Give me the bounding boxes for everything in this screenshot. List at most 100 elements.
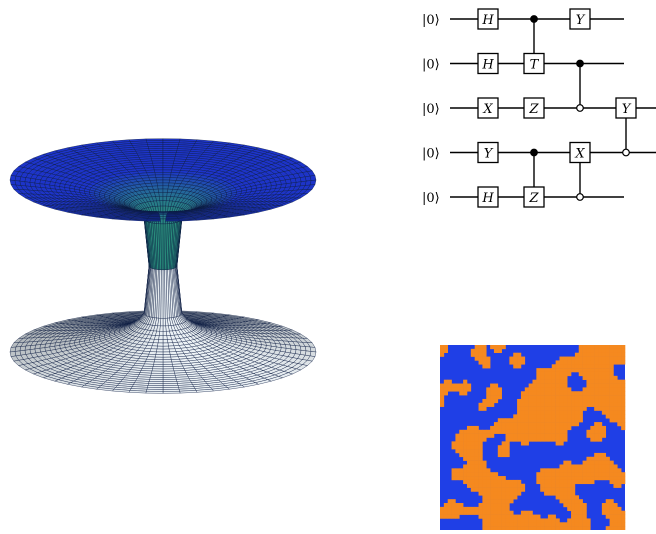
lattice-cell — [590, 476, 594, 480]
lattice-cell — [583, 480, 587, 484]
lattice-cell — [486, 364, 490, 368]
lattice-cell — [613, 349, 617, 353]
lattice-cell — [556, 488, 560, 492]
lattice-cell — [486, 430, 490, 434]
lattice-cell — [529, 414, 533, 418]
lattice-cell — [536, 515, 540, 519]
lattice-cell — [452, 384, 456, 388]
lattice-cell — [598, 391, 602, 395]
lattice-cell — [583, 407, 587, 411]
lattice-cell — [602, 453, 606, 457]
lattice-cell — [613, 395, 617, 399]
lattice-cell — [486, 468, 490, 472]
lattice-cell — [486, 491, 490, 495]
lattice-cell — [475, 345, 479, 349]
surface-patch-top — [160, 219, 163, 224]
lattice-cell — [548, 515, 552, 519]
lattice-cell — [475, 438, 479, 442]
lattice-cell — [559, 495, 563, 499]
lattice-cell — [513, 522, 517, 526]
lattice-cell — [544, 526, 548, 530]
lattice-cell — [533, 426, 537, 430]
lattice-cell — [590, 391, 594, 395]
lattice-cell — [559, 438, 563, 442]
surface-patch-top — [161, 224, 163, 270]
lattice-cell — [571, 526, 575, 530]
lattice-cell — [540, 488, 544, 492]
lattice-cell — [575, 407, 579, 411]
lattice-cell — [459, 430, 463, 434]
lattice-cell — [571, 476, 575, 480]
lattice-cell — [552, 488, 556, 492]
lattice-cell — [475, 430, 479, 434]
lattice-cell — [482, 357, 486, 361]
lattice-cell — [467, 480, 471, 484]
lattice-cell — [521, 360, 525, 364]
lattice-cell — [556, 441, 560, 445]
lattice-cell — [444, 511, 448, 515]
lattice-cell — [552, 515, 556, 519]
lattice-cell — [610, 518, 614, 522]
lattice-cell — [610, 464, 614, 468]
lattice-cell — [617, 384, 621, 388]
lattice-cell — [536, 372, 540, 376]
lattice-cell — [498, 511, 502, 515]
lattice-cell — [536, 368, 540, 372]
lattice-cell — [502, 503, 506, 507]
lattice-cell — [552, 418, 556, 422]
lattice-cell — [467, 484, 471, 488]
lattice-cell — [498, 387, 502, 391]
surface-patch-bottom — [155, 357, 163, 360]
lattice-cell — [559, 499, 563, 503]
lattice-cell — [556, 380, 560, 384]
lattice-cell — [521, 426, 525, 430]
lattice-cell — [598, 384, 602, 388]
lattice-cell — [444, 345, 448, 349]
lattice-cell — [513, 430, 517, 434]
lattice-cell — [586, 476, 590, 480]
lattice-cell — [548, 414, 552, 418]
lattice-cell — [556, 484, 560, 488]
lattice-cell — [598, 464, 602, 468]
lattice-cell — [579, 507, 583, 511]
lattice-cell — [463, 468, 467, 472]
lattice-cell — [617, 518, 621, 522]
lattice-cell — [563, 522, 567, 526]
lattice-cell — [586, 391, 590, 395]
lattice-cell — [471, 453, 475, 457]
lattice-cell — [463, 472, 467, 476]
lattice-cell — [463, 430, 467, 434]
lattice-cell — [556, 376, 560, 380]
lattice-cell — [594, 360, 598, 364]
lattice-cell — [494, 476, 498, 480]
lattice-cell — [521, 488, 525, 492]
lattice-cell — [440, 511, 444, 515]
lattice-cell — [586, 368, 590, 372]
lattice-cell — [486, 395, 490, 399]
lattice-cell — [621, 353, 625, 357]
lattice-cell — [536, 518, 540, 522]
lattice-cell — [482, 360, 486, 364]
lattice-cell — [509, 426, 513, 430]
surface-patch-bottom — [167, 339, 172, 343]
lattice-cell — [482, 407, 486, 411]
lattice-cell — [490, 426, 494, 430]
lattice-cell — [509, 522, 513, 526]
lattice-cell — [559, 476, 563, 480]
control-dot — [577, 60, 584, 67]
lattice-cell — [440, 515, 444, 519]
lattice-cell — [621, 511, 625, 515]
lattice-cell — [606, 414, 610, 418]
lattice-cell — [479, 491, 483, 495]
lattice-cell — [579, 511, 583, 515]
lattice-cell — [502, 441, 506, 445]
lattice-cell — [452, 472, 456, 476]
lattice-cell — [610, 357, 614, 361]
surface-patch-bottom — [154, 360, 163, 363]
lattice-cell — [502, 449, 506, 453]
lattice-cell — [455, 472, 459, 476]
lattice-cell — [610, 526, 614, 530]
lattice-cell — [529, 426, 533, 430]
lattice-cell — [536, 407, 540, 411]
lattice-cell — [586, 430, 590, 434]
